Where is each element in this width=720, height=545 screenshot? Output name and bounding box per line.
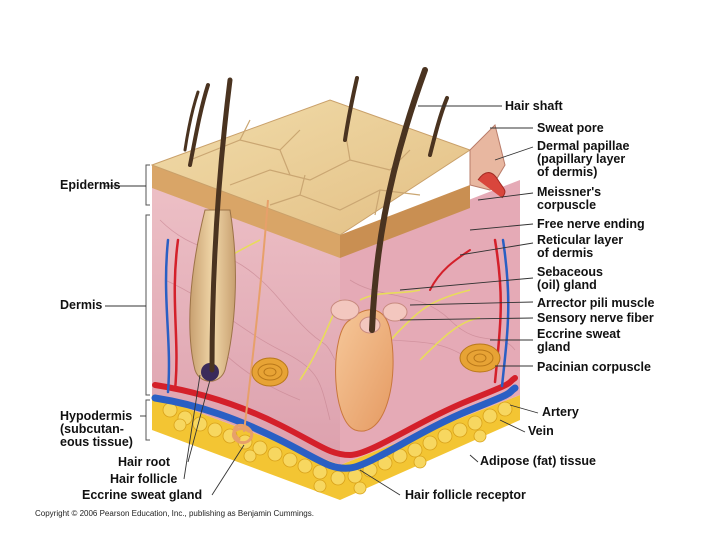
label-meissners-corpuscle: Meissner's corpuscle [537, 186, 601, 212]
layer-brackets [146, 165, 150, 440]
label-hair-shaft: Hair shaft [505, 100, 563, 113]
label-reticular-layer: Reticular layer of dermis [537, 234, 623, 260]
label-hair-root: Hair root [118, 456, 170, 469]
label-sebaceous-gland: Sebaceous (oil) gland [537, 266, 603, 292]
label-pacinian-corpuscle: Pacinian corpuscle [537, 361, 651, 374]
label-hair-follicle: Hair follicle [110, 473, 177, 486]
label-hypodermis: Hypodermis (subcutan- eous tissue) [60, 410, 133, 449]
label-eccrine-sweat-gland-right: Eccrine sweat gland [537, 328, 620, 354]
label-sweat-pore: Sweat pore [537, 122, 604, 135]
label-artery: Artery [542, 406, 579, 419]
dermal-papillae-edge [470, 125, 505, 198]
label-epidermis: Epidermis [60, 179, 120, 192]
label-sensory-nerve-fiber: Sensory nerve fiber [537, 312, 654, 325]
label-hair-follicle-receptor: Hair follicle receptor [405, 489, 526, 502]
label-arrector-pili: Arrector pili muscle [537, 297, 654, 310]
label-free-nerve-ending: Free nerve ending [537, 218, 645, 231]
label-dermis: Dermis [60, 299, 102, 312]
label-vein: Vein [528, 425, 554, 438]
label-dermal-papillae: Dermal papillae (papillary layer of derm… [537, 140, 629, 179]
copyright-notice: Copyright © 2006 Pearson Education, Inc.… [35, 509, 314, 518]
label-eccrine-sweat-gland-left: Eccrine sweat gland [82, 489, 202, 502]
label-adipose-tissue: Adipose (fat) tissue [480, 455, 596, 468]
